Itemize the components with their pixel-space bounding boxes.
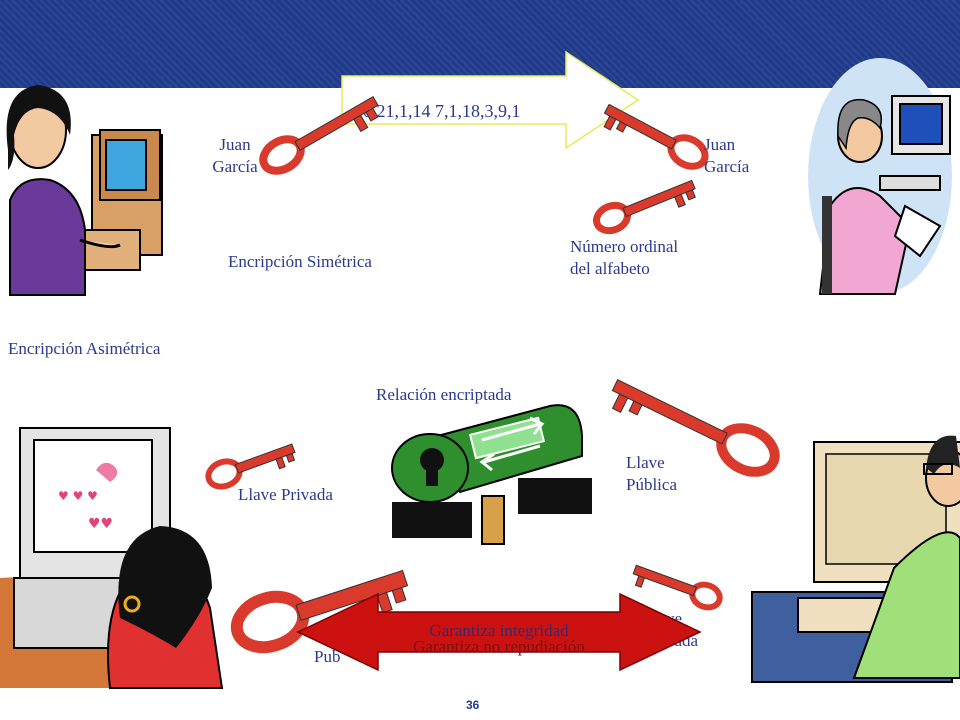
- receiver-name-line2: García: [704, 157, 750, 176]
- sender-key-icon: [259, 95, 379, 175]
- non-repudiation-label: Garantiza no repudiación: [413, 637, 585, 656]
- relation-label: Relación encriptada: [376, 385, 512, 404]
- sender-name: Juan García: [205, 134, 265, 178]
- svg-text:♥ ♥ ♥: ♥ ♥ ♥: [58, 489, 98, 503]
- page-number: 36: [466, 698, 480, 712]
- sender-name-line1: Juan: [219, 135, 251, 154]
- private-key-icon: [205, 443, 296, 490]
- sender-name-line2: García: [212, 157, 258, 176]
- small-private-key-icon: [632, 564, 723, 611]
- public-key-icon: [611, 379, 780, 477]
- woman-at-computer-illustration: [6, 85, 163, 296]
- receiver-key-icon: [603, 103, 709, 170]
- svg-text:♥♥: ♥♥: [88, 516, 113, 532]
- woman-viewing-screen-illustration: ♥ ♥ ♥ ♥♥: [0, 427, 224, 689]
- public-key-label: Llave Pública: [626, 452, 677, 496]
- man-typing-illustration: [751, 435, 960, 683]
- alphabet-key-icon: [592, 179, 696, 235]
- symmetric-title: Encripción Simétrica: [228, 252, 372, 271]
- receiver-name-line1: Juan: [704, 135, 736, 154]
- alphabet-key-label-line1: Número ordinal: [570, 237, 679, 256]
- public-key-label-line2: Pública: [626, 475, 677, 494]
- large-public-key-icon: [230, 569, 409, 654]
- header-bar: [0, 0, 960, 88]
- private-key-label: Llave Privada: [238, 485, 333, 504]
- integrity-label: Garantiza integridad: [429, 621, 569, 640]
- public-key-label-line1: Llave: [626, 453, 665, 472]
- bottom-left-partial-label: Pub: [314, 647, 341, 666]
- receiver-name: Juan García: [704, 134, 749, 178]
- mailbox-icon: [391, 404, 592, 545]
- alphabet-key-label-line2: del alfabeto: [570, 259, 650, 278]
- cipher-text: 10,21,1,14 7,1,18,3,9,1: [354, 101, 521, 121]
- man-at-computer-illustration: [808, 58, 952, 295]
- alphabet-key-label: Número ordinal del alfabeto: [570, 236, 678, 280]
- asymmetric-title: Encripción Asimétrica: [8, 339, 161, 358]
